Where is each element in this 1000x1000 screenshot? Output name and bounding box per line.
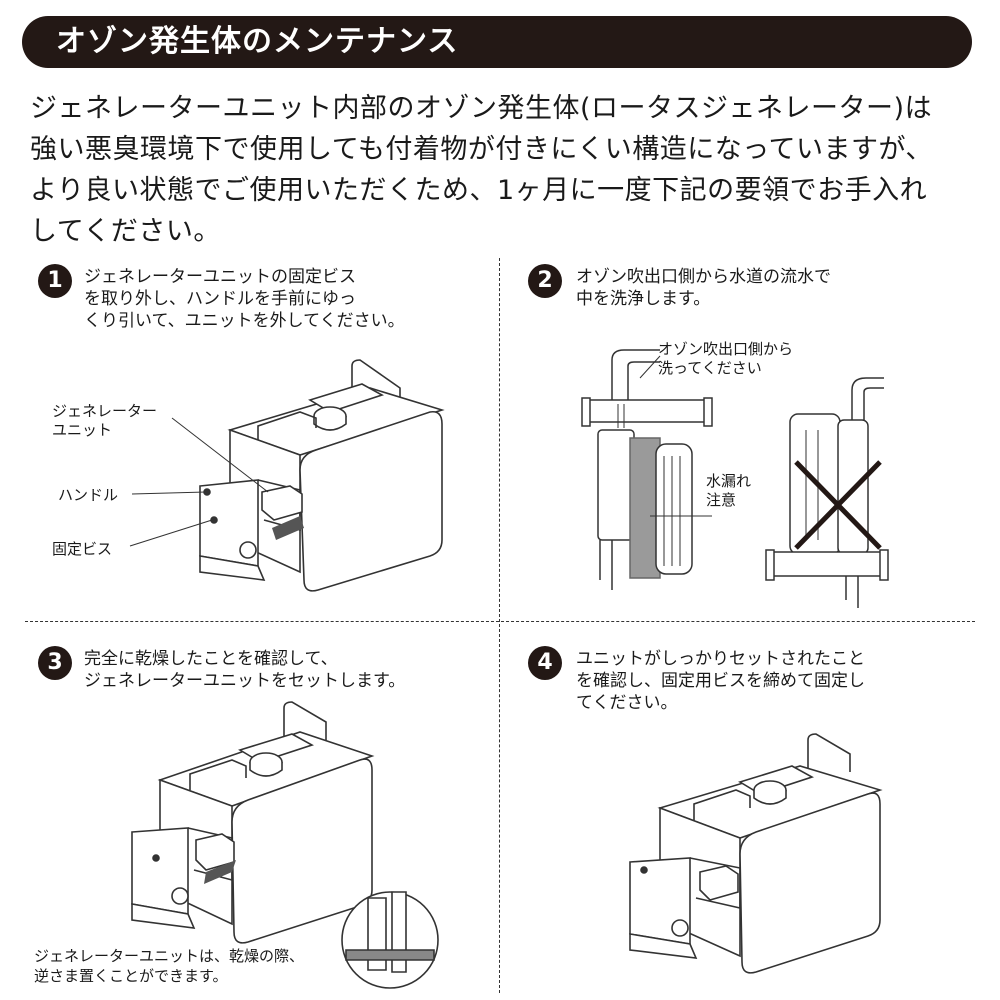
step-4-text: ユニットがしっかりセットされたこと を確認し、固定用ビスを締めて固定し てくださ… (576, 648, 865, 714)
step-4-line: てください。 (576, 693, 678, 713)
step-3-line: 完全に乾燥したことを確認して、 (84, 649, 338, 669)
label-line: ユニット (52, 421, 113, 439)
vertical-divider (499, 258, 500, 993)
label-wash-from-outlet: オゾン吹出口側から 洗ってください (658, 340, 793, 378)
step-3-note: ジェネレーターユニットは、乾燥の際、 逆さま置くことができます。 (34, 946, 304, 986)
label-line: ジェネレーター (52, 402, 158, 420)
label-line: 注意 (706, 491, 737, 509)
intro-paragraph: ジェネレーターユニット内部のオゾン発生体(ロータスジェネレーター)は 強い悪臭環… (30, 88, 980, 252)
step-4-line: を確認し、固定用ビスを締めて固定し (576, 671, 865, 691)
intro-line: 強い悪臭環境下で使用しても付着物が付きにくい構造になっていますが、 (30, 134, 933, 165)
step-1-line: ジェネレーターユニットの固定ビス (84, 267, 356, 287)
step-2-line: オゾン吹出口側から水道の流水で (576, 267, 831, 287)
step-1-line: くり引いて、ユニットを外してください。 (84, 311, 405, 331)
label-line: オゾン吹出口側から (658, 340, 794, 358)
label-generator-unit: ジェネレーター ユニット (52, 402, 157, 440)
label-handle: ハンドル (58, 486, 119, 504)
label-line: 洗ってください (658, 359, 762, 377)
step-1-text: ジェネレーターユニットの固定ビス を取り外し、ハンドルを手前にゆっ くり引いて、… (84, 266, 405, 332)
step-4-number: 4 (528, 646, 562, 680)
step-2-line: 中を洗浄します。 (576, 289, 711, 309)
step-2-number: 2 (528, 264, 562, 298)
label-fixing-screw: 固定ビス (52, 540, 113, 558)
step-4-line: ユニットがしっかりセットされたこと (576, 649, 865, 669)
step-3-number: 3 (38, 646, 72, 680)
step-2-text: オゾン吹出口側から水道の流水で 中を洗浄します。 (576, 266, 831, 310)
label-line: 水漏れ (706, 472, 752, 490)
step-3-text: 完全に乾燥したことを確認して、 ジェネレーターユニットをセットします。 (84, 648, 405, 692)
step-1-line: を取り外し、ハンドルを手前にゆっ (84, 289, 356, 309)
intro-line: してください。 (30, 216, 221, 247)
intro-line: ジェネレーターユニット内部のオゾン発生体(ロータスジェネレーター)は (30, 93, 933, 124)
note-line: 逆さま置くことができます。 (34, 967, 228, 985)
horizontal-divider (25, 621, 975, 622)
page-title: オゾン発生体のメンテナンス (56, 24, 459, 59)
step-3-line: ジェネレーターユニットをセットします。 (84, 671, 406, 691)
intro-line: より良い状態でご使用いただくため、1ヶ月に一度下記の要領でお手入れ (30, 175, 928, 206)
note-line: ジェネレーターユニットは、乾燥の際、 (34, 947, 305, 965)
label-water-leak-caution: 水漏れ 注意 (706, 472, 751, 510)
step-1-number: 1 (38, 264, 72, 298)
title-bar: オゾン発生体のメンテナンス (22, 16, 972, 68)
